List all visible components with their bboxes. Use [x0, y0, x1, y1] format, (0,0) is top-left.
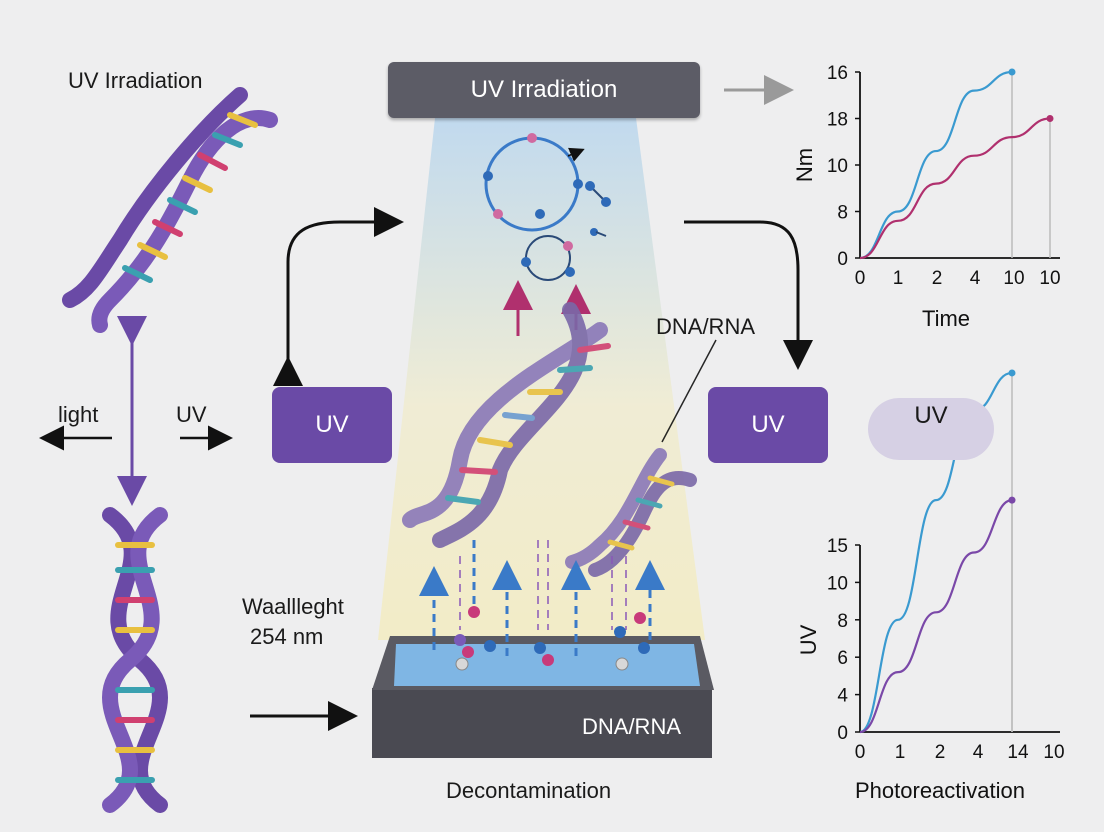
chart-1-y-tick-label: 16 — [827, 63, 848, 84]
uv-pill-label: UV — [914, 402, 948, 429]
label-light: light — [58, 402, 99, 427]
chart-2-y-tick-label: 15 — [827, 536, 848, 557]
curved-arrow-left — [273, 207, 404, 386]
chart-2-y-tick-label: 4 — [837, 686, 848, 707]
chart-2-y-tick-label: 6 — [837, 648, 848, 669]
chart-2-x-axis-label: Photoreactivation — [855, 778, 1025, 803]
chart-1-x-tick-label: 10 — [1039, 268, 1060, 289]
dna-fragments — [483, 133, 611, 281]
uv-box-left: UV — [272, 387, 392, 463]
chart-1-x-tick-label: 10 — [1003, 268, 1024, 289]
chart-2-y-tick-label: 0 — [837, 723, 848, 744]
uv-box-left-label: UV — [315, 411, 349, 438]
top-left-title: UV Irradiation — [68, 68, 203, 93]
chart-1-x-tick-label: 1 — [893, 268, 904, 289]
chart-1-y-tick-label: 0 — [837, 249, 848, 270]
chart-2-x-tick-label: 10 — [1043, 742, 1064, 763]
wavelength-label-line2: 254 nm — [250, 624, 324, 649]
chart-top-axes — [859, 72, 1060, 259]
chart-1-series-2-end-point — [1046, 115, 1054, 122]
chart-2-y-tick-label: 10 — [827, 573, 848, 594]
uv-beam — [378, 118, 705, 640]
dna-helix-top-left — [62, 87, 278, 333]
header-box-label: UV Irradiation — [470, 76, 618, 103]
dna-helix-center — [402, 302, 611, 548]
chart-2-y-axis-label: UV — [796, 624, 821, 655]
label-uv-left: UV — [176, 402, 207, 427]
tray-label: DNA/RNA — [582, 714, 682, 739]
curved-arrow-right — [684, 220, 813, 370]
chart-1-y-tick-label: 10 — [827, 156, 848, 177]
chart-1-y-tick-label: 8 — [837, 203, 848, 224]
chart-2-series-1-end-point — [1008, 369, 1016, 377]
header-box: UV Irradiation — [388, 62, 700, 118]
chart-1-y-axis-label: Nm — [792, 148, 817, 182]
chart-1-x-axis-label: Time — [922, 306, 970, 331]
chart-2-series-2-end-point — [1008, 496, 1016, 504]
uv-box-right: UV — [708, 387, 828, 463]
chart-bottom-axes — [859, 545, 1060, 733]
dna-helix-center-right — [565, 339, 717, 577]
chart-1-series-1-end-point — [1008, 68, 1016, 76]
chart-2-x-tick-label: 4 — [973, 742, 984, 763]
chart-1-x-tick-label: 2 — [932, 268, 943, 289]
chart-2-x-tick-label: 1 — [895, 742, 906, 763]
wavelength-label-line1: Waallleght — [242, 594, 344, 619]
chart-1-x-tick-label: 0 — [855, 268, 866, 289]
chart-1-series-2-line — [859, 117, 1051, 260]
dashed-arrows — [419, 540, 665, 656]
chart-1-y-tick-label: 18 — [827, 110, 848, 131]
chart-1-series-1-line — [859, 70, 1013, 260]
bottom-caption: Decontamination — [446, 778, 612, 803]
chart-2-x-tick-label: 2 — [935, 742, 946, 763]
chart-2-y-tick-label: 8 — [837, 611, 848, 632]
dna-helix-bottom-left — [102, 507, 168, 813]
chart-1-x-tick-label: 4 — [970, 268, 981, 289]
uv-box-right-label: UV — [751, 411, 785, 438]
tray-molecules — [454, 606, 650, 671]
uv-pill: UV — [868, 398, 994, 460]
chart-2-x-tick-label: 0 — [855, 742, 866, 763]
dna-rna-pointer-label: DNA/RNA — [656, 314, 756, 339]
chart-2-x-tick-label: 14 — [1007, 742, 1029, 763]
chart-2-series-2-line — [859, 499, 1013, 734]
